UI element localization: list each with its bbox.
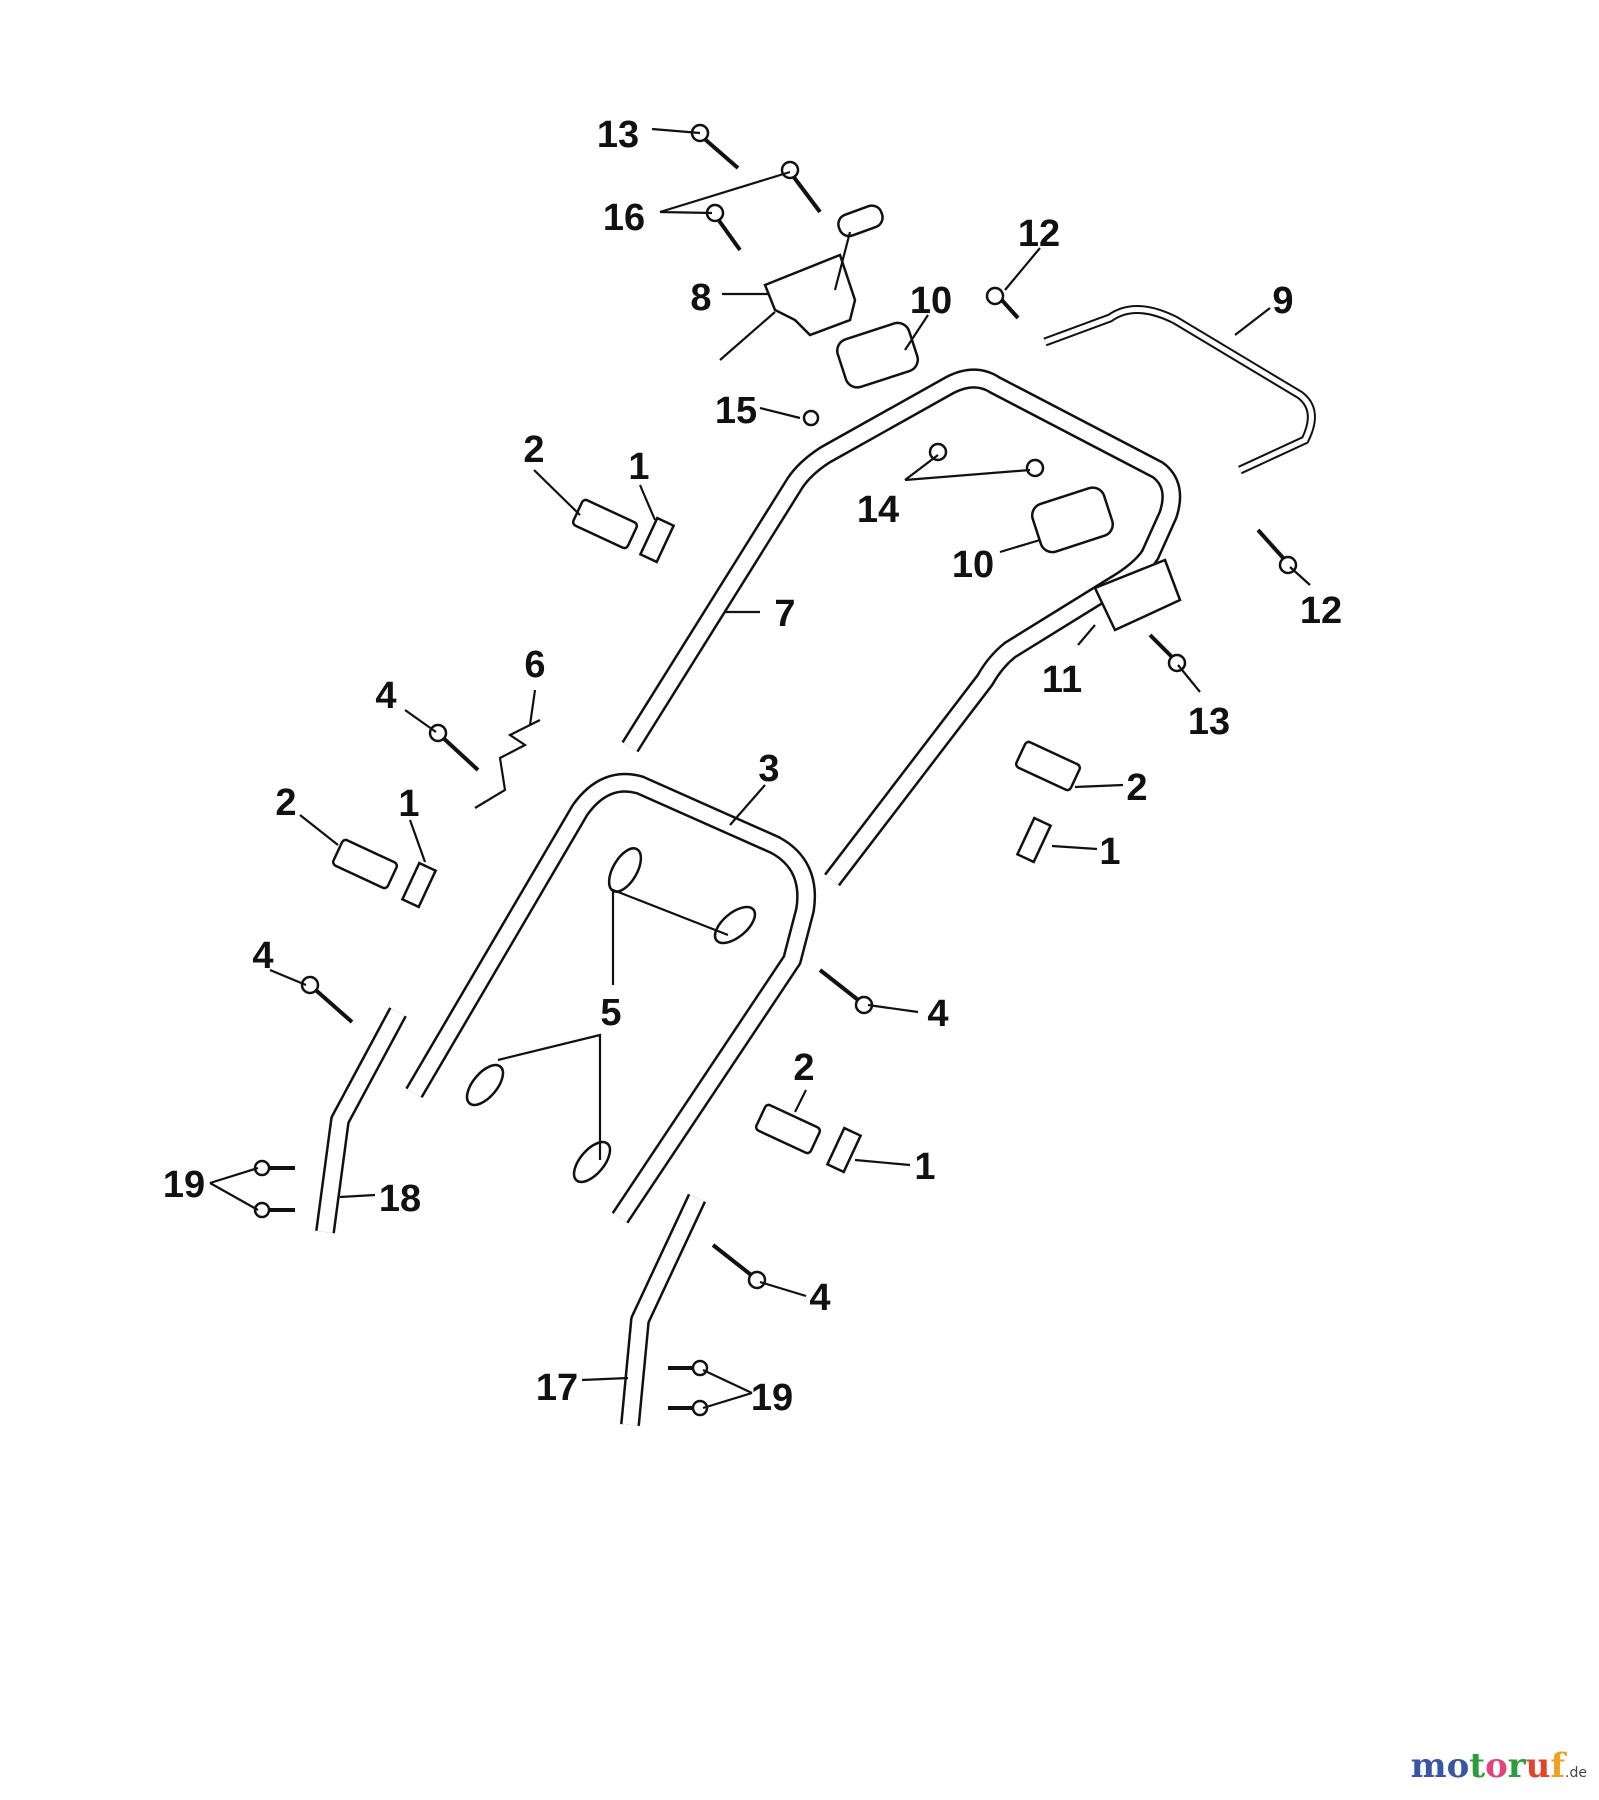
callout-5: 5 [600, 992, 621, 1034]
screws [253, 123, 1298, 1417]
callout-2: 2 [1126, 767, 1147, 809]
watermark-letter: u [1525, 1746, 1551, 1786]
cable-guide-11 [1093, 558, 1182, 632]
callout-6: 6 [524, 644, 545, 686]
callout-4: 4 [252, 935, 273, 977]
callout-1: 1 [1099, 831, 1120, 873]
lower-tube-17 [620, 1193, 707, 1426]
callout-4: 4 [809, 1277, 830, 1319]
lower-handle-3 [405, 772, 817, 1224]
callout-15: 15 [715, 390, 757, 432]
callout-8: 8 [690, 277, 711, 319]
callout-16: 16 [603, 197, 645, 239]
callout-11: 11 [1042, 659, 1082, 701]
callout-4: 4 [927, 993, 948, 1035]
callout-4: 4 [375, 675, 396, 717]
callout-1: 1 [914, 1146, 935, 1188]
callout-1: 1 [628, 446, 649, 488]
callout-10: 10 [910, 280, 952, 322]
callout-13: 13 [597, 114, 639, 156]
spring-6 [474, 719, 541, 809]
callout-19: 19 [751, 1377, 793, 1419]
watermark-tld: .de [1565, 1765, 1587, 1781]
lower-tube-18 [315, 1007, 407, 1234]
callout-2: 2 [523, 429, 544, 471]
callout-3: 3 [758, 748, 779, 790]
watermark-letter: r [1507, 1746, 1526, 1786]
watermark-letter: m [1410, 1746, 1447, 1786]
callout-12: 12 [1018, 213, 1060, 255]
upper-handle-7 [621, 368, 1182, 887]
leader-lines [209, 127, 1311, 1410]
throttle-lever-8 [719, 204, 884, 361]
clips-1-2 [331, 498, 1082, 1174]
bail-9 [1043, 305, 1316, 475]
watermark-logo: motoruf.de [1411, 1746, 1587, 1786]
callout-13: 13 [1188, 701, 1230, 743]
callout-18: 18 [379, 1178, 421, 1220]
watermark-letter: f [1550, 1746, 1566, 1786]
callout-10: 10 [952, 544, 994, 586]
watermark-letter: o [1446, 1746, 1470, 1786]
callout-2: 2 [793, 1047, 814, 1089]
callout-12: 12 [1300, 590, 1342, 632]
callout-9: 9 [1272, 280, 1293, 322]
callout-2: 2 [275, 782, 296, 824]
callout-17: 17 [536, 1367, 578, 1409]
watermark-letter: o [1485, 1746, 1508, 1786]
callout-19: 19 [163, 1164, 205, 1206]
callout-1: 1 [398, 783, 419, 825]
watermark-letter: t [1469, 1746, 1486, 1786]
callout-7: 7 [774, 593, 795, 635]
watermark-brand: motoruf [1411, 1746, 1565, 1786]
callout-14: 14 [857, 489, 899, 531]
callout-labels: 13 16 12 9 8 10 15 2 1 14 10 7 12 11 13 … [163, 114, 1342, 1419]
cable-clamp-10 [836, 321, 1114, 554]
